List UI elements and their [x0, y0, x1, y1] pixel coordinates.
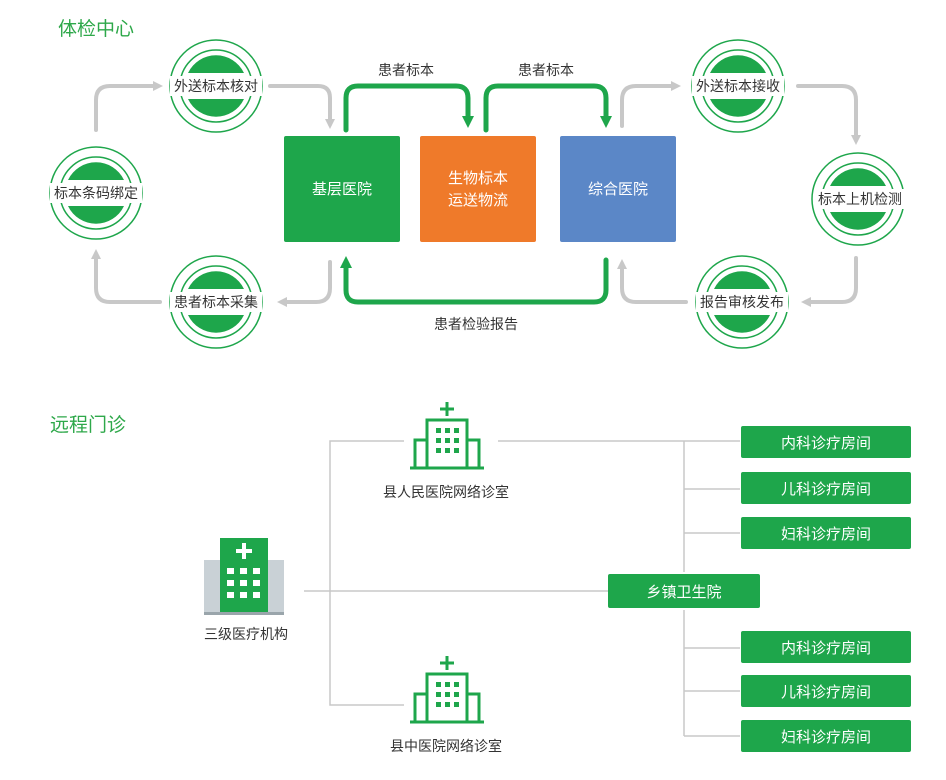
arrow-verify-to-primary	[268, 84, 335, 129]
room-label: 儿科诊疗房间	[780, 479, 871, 498]
hospital-icon-top	[410, 402, 484, 470]
arrow-logistics-to-general	[483, 83, 612, 133]
room-bottom-internal[interactable]: 内科诊疗房间	[741, 631, 911, 663]
arrow-primary-to-logistics	[343, 83, 474, 133]
box-logistics: 生物标本 运送物流	[420, 136, 536, 242]
step-bind: 标本条码绑定	[50, 183, 142, 203]
hospital-icon-bottom	[410, 656, 484, 724]
arrow-primary-to-collect	[277, 260, 332, 307]
room-bottom-gynecology[interactable]: 妇科诊疗房间	[741, 720, 911, 752]
room-bottom-pediatrics[interactable]: 儿科诊疗房间	[741, 675, 911, 707]
step-receive: 外送标本接收	[692, 76, 784, 96]
tertiary-label: 三级医疗机构	[204, 627, 288, 643]
arrow-general-to-primary	[340, 256, 609, 305]
flow-label-sample-2: 患者标本	[518, 63, 574, 79]
bottom-hospital-label: 县中医院网络诊室	[390, 739, 502, 755]
ring-review	[695, 255, 789, 349]
arrow-bind-to-verify	[94, 81, 163, 132]
room-label: 妇科诊疗房间	[780, 727, 871, 746]
step-verify: 外送标本核对	[170, 76, 262, 96]
remote-section-title: 远程门诊	[50, 414, 127, 436]
step-test: 标本上机检测	[814, 189, 906, 209]
township-hospital-label: 乡镇卫生院	[646, 582, 722, 601]
box-primary-label: 基层医院	[311, 180, 372, 198]
room-label: 内科诊疗房间	[780, 638, 871, 657]
top-hospital-label: 县人民医院网络诊室	[383, 485, 509, 501]
township-hospital[interactable]: 乡镇卫生院	[608, 574, 760, 608]
box-general-hospital: 综合医院	[560, 136, 676, 242]
room-top-pediatrics[interactable]: 儿科诊疗房间	[741, 472, 911, 504]
box-primary-hospital: 基层医院	[284, 136, 400, 242]
room-top-internal[interactable]: 内科诊疗房间	[741, 426, 911, 458]
ring-test	[811, 152, 905, 246]
flow-label-report: 患者检验报告	[434, 317, 518, 333]
arrow-general-to-receive	[620, 81, 681, 128]
room-top-gynecology[interactable]: 妇科诊疗房间	[741, 517, 911, 549]
arrow-test-to-review	[801, 256, 858, 307]
arrow-review-to-general	[617, 259, 688, 304]
connector-left-bracket	[329, 440, 404, 706]
room-label: 内科诊疗房间	[780, 433, 871, 452]
box-logistics-line2: 运送物流	[447, 191, 508, 209]
exam-section-title: 体检中心	[58, 18, 135, 40]
box-general-label: 综合医院	[587, 180, 648, 198]
flow-label-sample-1: 患者标本	[378, 63, 434, 79]
hospital-icon-tertiary	[204, 538, 284, 615]
step-review: 报告审核发布	[696, 292, 788, 312]
arrow-collect-to-bind	[91, 249, 162, 304]
room-label: 妇科诊疗房间	[780, 524, 871, 543]
room-label: 儿科诊疗房间	[780, 682, 871, 701]
step-collect: 患者标本采集	[170, 292, 262, 312]
box-logistics-line1: 生物标本	[447, 169, 508, 187]
arrow-receive-to-test	[796, 84, 861, 145]
